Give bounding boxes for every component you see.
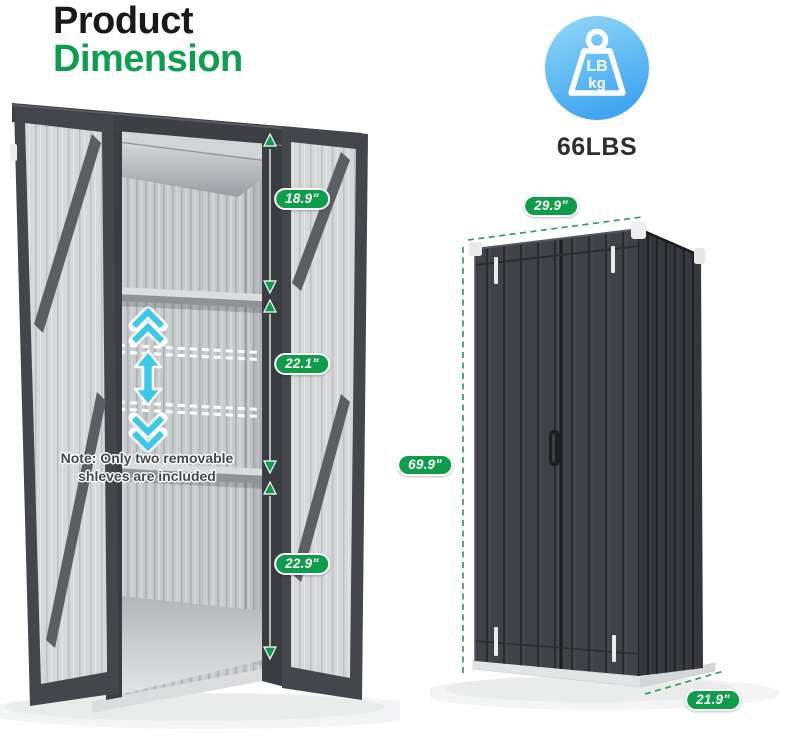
shelf-note-line1: Note: Only two removable	[60, 450, 234, 466]
width-dimension-line	[467, 216, 643, 241]
door-handle	[549, 430, 560, 466]
dimension-lines	[462, 216, 725, 695]
measurement-top-section: 18.9"	[274, 188, 330, 210]
weight-value: 66LBS	[556, 133, 638, 161]
arrow-down-icon	[263, 646, 277, 661]
removable-shelf-position-lower	[117, 400, 269, 419]
left-door-open	[10, 106, 119, 706]
frame-post-right	[262, 143, 285, 687]
weight-icon: LB kg	[545, 16, 649, 120]
measurement-width: 29.9"	[523, 195, 579, 217]
corner-cap	[469, 242, 482, 256]
open-cabinet-illustration	[0, 103, 400, 729]
shelf-measurement-arrows	[263, 132, 277, 661]
arrow-down-icon	[263, 280, 277, 295]
page-title-line2: Dimension	[53, 38, 243, 80]
corner-cap	[631, 222, 646, 239]
hinge	[612, 635, 616, 662]
weight-icon-lb-text: LB	[586, 58, 607, 75]
measurement-depth: 21.9"	[685, 689, 741, 711]
shelf-lower	[110, 461, 267, 489]
arrow-up-icon	[263, 298, 277, 313]
hinge	[494, 627, 498, 656]
cabinet-front-doors	[474, 228, 640, 676]
chevron-up-icon	[128, 306, 168, 347]
arrow-up-icon	[263, 480, 277, 495]
measurement-height: 69.9"	[397, 454, 453, 476]
removable-shelf-position-upper	[117, 343, 269, 362]
cabinet-side-panel	[638, 227, 703, 676]
cabinet-interior	[92, 123, 305, 713]
weight-icon-body	[568, 48, 626, 96]
page-title-line1: Product	[53, 0, 194, 42]
shelf-adjust-arrows	[128, 306, 168, 453]
chevron-down-icon	[128, 412, 168, 453]
door-latch	[10, 144, 17, 161]
measurement-middle-section: 22.1"	[274, 353, 330, 375]
weight-icon-kg-text: kg	[588, 75, 606, 92]
depth-dimension-line	[644, 670, 725, 695]
double-arrow-vertical-icon	[133, 349, 163, 407]
measurement-bottom-section: 22.9"	[274, 553, 330, 575]
hinge	[611, 246, 615, 273]
closed-cabinet-illustration	[430, 216, 780, 710]
arrow-up-icon	[263, 132, 277, 147]
corner-cap	[694, 248, 705, 264]
shelf-upper	[116, 287, 280, 314]
right-door-open	[282, 126, 368, 700]
shelf-note-line2: shleves are included	[78, 467, 216, 484]
page-title: Product Dimension	[53, 2, 243, 78]
hinge	[494, 257, 498, 284]
arrow-down-icon	[263, 460, 277, 475]
shelf-note: Note: Only two removable shleves are inc…	[56, 450, 238, 485]
